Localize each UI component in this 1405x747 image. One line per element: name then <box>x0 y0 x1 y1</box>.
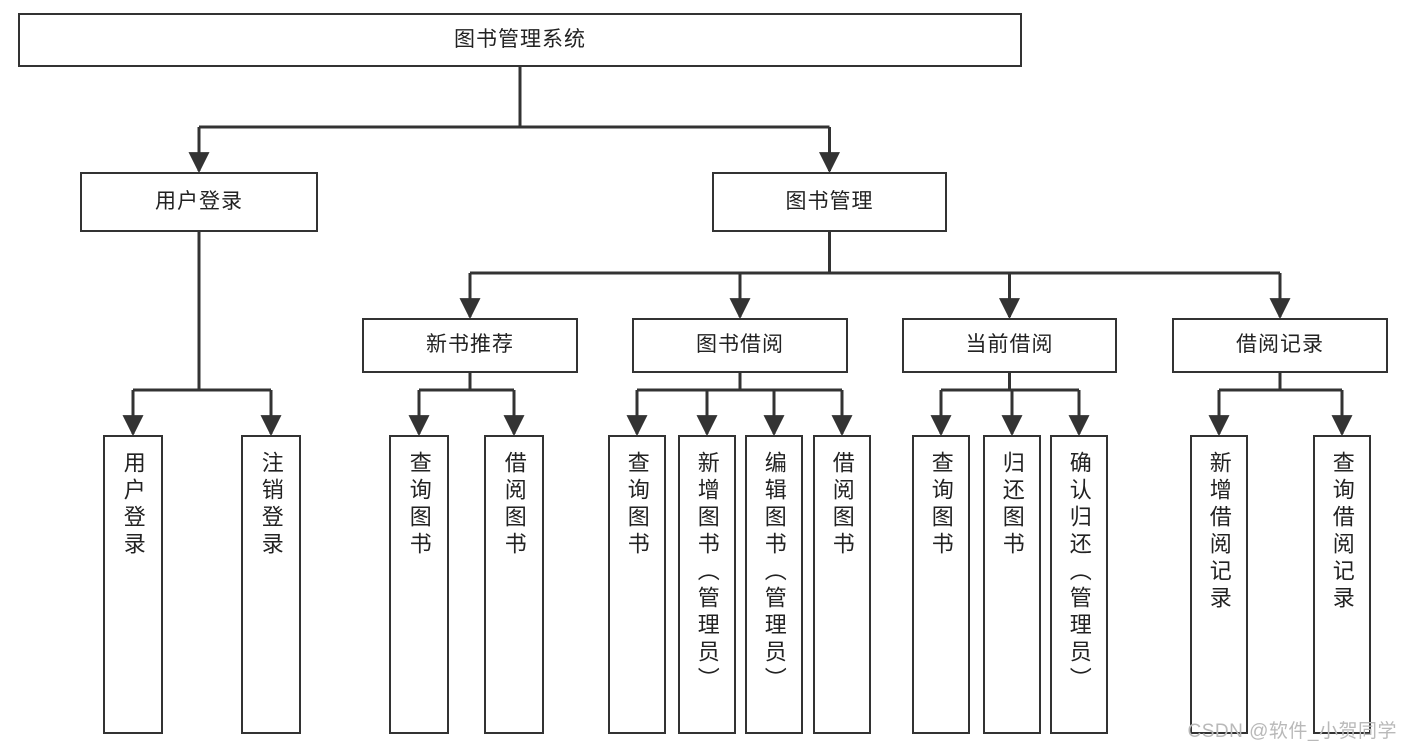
node-login[interactable]: 用户登录 <box>80 172 318 232</box>
node-nb-query[interactable]: 查询图书 <box>389 435 449 734</box>
node-label: 图书管理 <box>785 189 874 213</box>
node-label: 图书借阅 <box>696 333 784 357</box>
node-bw-borrow[interactable]: 借阅图书 <box>813 435 871 734</box>
node-bw-add[interactable]: 新增图书（管理员） <box>678 435 736 734</box>
node-login-in[interactable]: 用户登录 <box>103 435 163 734</box>
node-cur-query[interactable]: 查询图书 <box>912 435 970 734</box>
node-label: 新书推荐 <box>426 333 514 357</box>
node-label: 借阅记录 <box>1236 333 1324 357</box>
node-current[interactable]: 当前借阅 <box>902 318 1117 373</box>
node-label: 新增图书（管理员） <box>694 451 720 694</box>
node-rec-query[interactable]: 查询借阅记录 <box>1313 435 1371 734</box>
node-bw-query[interactable]: 查询图书 <box>608 435 666 734</box>
node-label: 图书管理系统 <box>454 27 586 51</box>
node-root[interactable]: 图书管理系统 <box>18 13 1022 67</box>
node-borrow[interactable]: 图书借阅 <box>632 318 848 373</box>
node-label: 借阅图书 <box>501 451 527 559</box>
node-bw-edit[interactable]: 编辑图书（管理员） <box>745 435 803 734</box>
node-label: 用户登录 <box>155 189 243 213</box>
node-label: 归还图书 <box>999 451 1025 559</box>
node-rec-add[interactable]: 新增借阅记录 <box>1190 435 1248 734</box>
node-label: 注销登录 <box>258 451 284 559</box>
node-label: 当前借阅 <box>965 333 1054 357</box>
node-label: 编辑图书（管理员） <box>761 451 787 694</box>
node-label: 查询借阅记录 <box>1329 451 1355 613</box>
node-cur-confirm[interactable]: 确认归还（管理员） <box>1050 435 1108 734</box>
node-label: 查询图书 <box>406 451 432 559</box>
node-newbook[interactable]: 新书推荐 <box>362 318 578 373</box>
node-nb-borrow[interactable]: 借阅图书 <box>484 435 544 734</box>
node-label: 用户登录 <box>120 451 146 559</box>
node-bookmgmt[interactable]: 图书管理 <box>712 172 947 232</box>
node-label: 查询图书 <box>624 451 650 559</box>
node-cur-return[interactable]: 归还图书 <box>983 435 1041 734</box>
node-login-out[interactable]: 注销登录 <box>241 435 301 734</box>
node-label: 确认归还（管理员） <box>1066 451 1092 694</box>
node-label: 新增借阅记录 <box>1206 451 1232 613</box>
watermark: CSDN @软件_小贺同学 <box>1187 721 1397 742</box>
node-label: 查询图书 <box>928 451 954 559</box>
node-label: 借阅图书 <box>829 451 855 559</box>
node-records[interactable]: 借阅记录 <box>1172 318 1388 373</box>
